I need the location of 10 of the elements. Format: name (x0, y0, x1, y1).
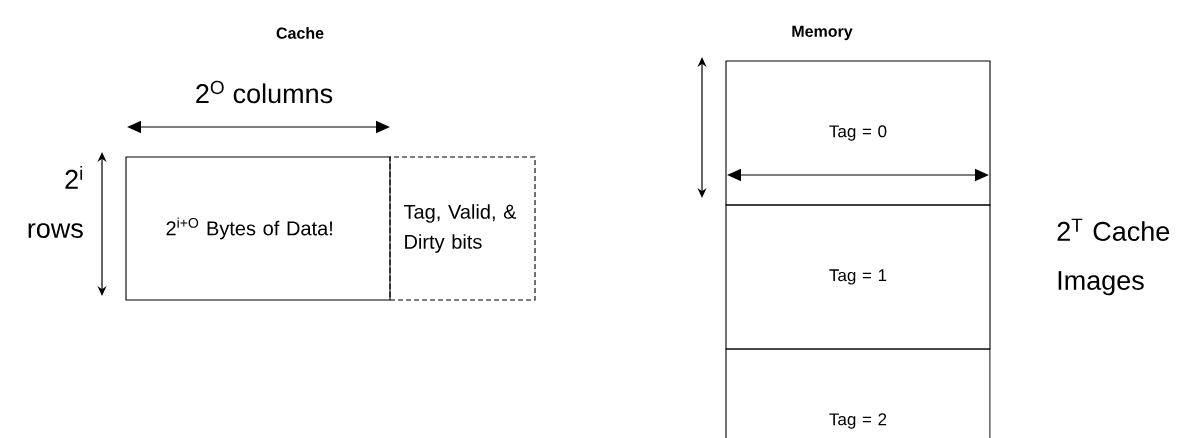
dimension-label: 2$^{O}$ columns (196, 80, 333, 104)
memory-block: Tag = 2 (725, 348, 991, 438)
memory-block: Tag = 1 (725, 204, 991, 350)
dimension-label: 2$^{T}$ Cache Images (1057, 218, 1170, 296)
tag-bits-block: Tag, Valid, & Dirty bits (389, 156, 536, 301)
data-block: 2$^{i+O}$ Bytes of Data! (125, 156, 391, 301)
heading: Memory (792, 25, 853, 41)
heading: Cache (276, 27, 324, 39)
dimension-label: 2$^{i}$ rows (28, 166, 83, 238)
memory-block: Tag = 0 (725, 60, 991, 206)
